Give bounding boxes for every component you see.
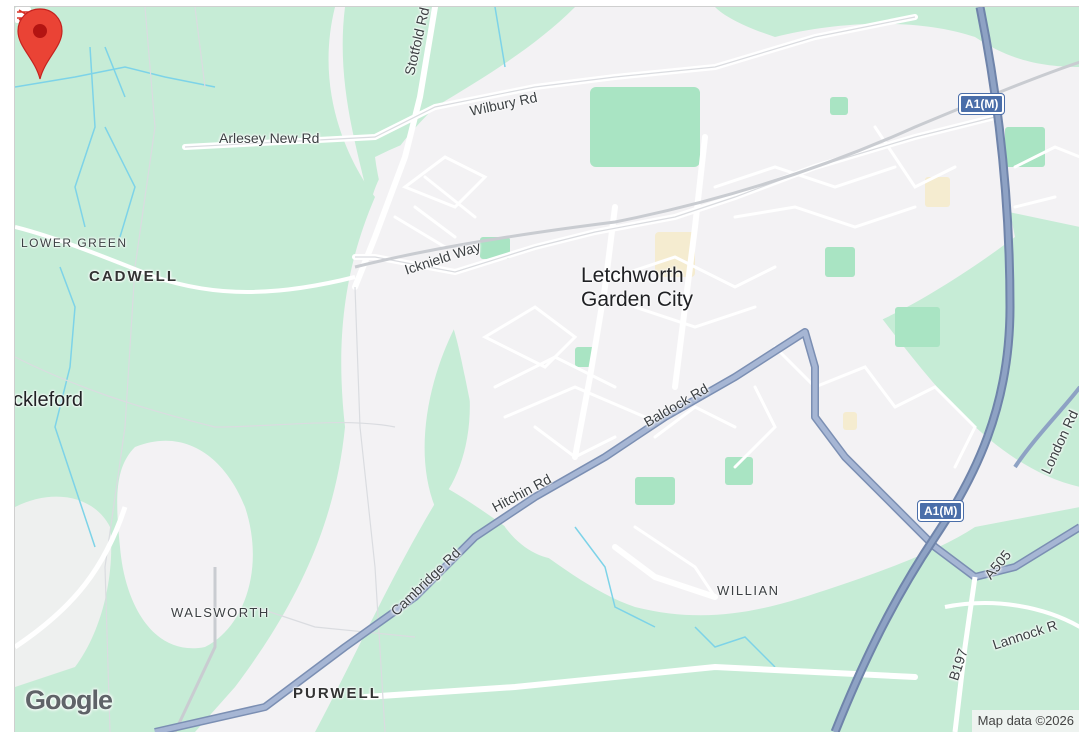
place-label-walsworth: WALSWORTH: [171, 605, 270, 620]
map-pin-icon[interactable]: [15, 7, 65, 81]
place-label-letchworth: Letchworth Garden City: [581, 264, 693, 312]
letchworth-name-line1: Letchworth: [581, 264, 684, 287]
a1m-shield-bottom: A1(M): [916, 500, 965, 522]
place-label-purwell: PURWELL: [293, 685, 381, 702]
road-label-arlesey: Arlesey New Rd: [219, 130, 320, 146]
place-label-cadwell: CADWELL: [89, 268, 178, 285]
map-canvas[interactable]: Letchworth Garden City LOWER GREEN CADWE…: [14, 6, 1079, 732]
letchworth-name-line2: Garden City: [581, 288, 694, 311]
google-logo[interactable]: Google: [25, 685, 113, 715]
place-label-ickleford: ckleford: [14, 389, 84, 411]
map-tiles: [15, 7, 1079, 732]
a1m-shield-top: A1(M): [957, 93, 1006, 115]
place-label-lower-green: LOWER GREEN: [21, 236, 128, 250]
map-attribution[interactable]: Map data ©2026: [971, 710, 1079, 732]
place-label-willian: WILLIAN: [717, 583, 780, 598]
